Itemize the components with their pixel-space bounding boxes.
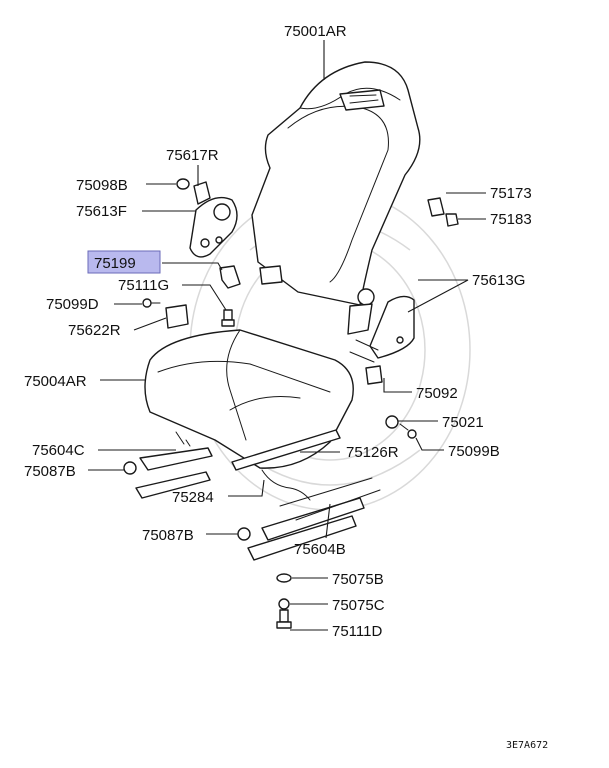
label-75617r: 75617R (166, 147, 219, 164)
nut-75087b-bottom (237, 527, 251, 541)
screw-75111g (221, 309, 235, 327)
label-75111g: 75111G (118, 277, 169, 294)
label-75075b: 75075B (332, 571, 384, 588)
washer-75021 (385, 415, 399, 429)
label-75087b-left: 75087B (24, 463, 76, 480)
label-75183: 75183 (490, 211, 532, 228)
label-75604c: 75604C (32, 442, 85, 459)
clip-75199 (219, 265, 241, 289)
label-75173: 75173 (490, 185, 532, 202)
bolt-75099b (399, 423, 417, 439)
bracket-75622r (165, 304, 189, 329)
seat-rail-left (135, 431, 213, 499)
label-75099b: 75099B (448, 443, 500, 460)
label-75021: 75021 (442, 414, 484, 431)
knob-75092 (365, 365, 383, 385)
seat-back (251, 61, 421, 335)
spring-75284 (261, 469, 311, 501)
label-75004ar: 75004AR (24, 373, 87, 390)
drawing-code: 3E7A672 (506, 740, 548, 751)
bolt-75099d (142, 298, 161, 308)
label-75098b: 75098B (76, 177, 128, 194)
label-75284: 75284 (172, 489, 214, 506)
leader-lines (88, 40, 486, 631)
left-recliner-cover (176, 178, 238, 258)
seat-cushion (144, 329, 354, 469)
hardware-75075b (276, 573, 292, 583)
label-75099d: 75099D (46, 296, 99, 313)
label-75111d: 75111D (332, 623, 382, 640)
label-75075c: 75075C (332, 597, 385, 614)
label-75092: 75092 (416, 385, 458, 402)
label-75622r: 75622R (68, 322, 121, 339)
label-75087b-bottom: 75087B (142, 527, 194, 544)
clip-75173 (427, 197, 445, 217)
seat-rail-right (247, 477, 381, 561)
hardware-75075c (278, 598, 290, 610)
clip-75183 (445, 213, 459, 227)
right-recliner-cover (369, 295, 415, 359)
label-75001ar: 75001AR (284, 23, 347, 40)
label-75613g: 75613G (472, 272, 525, 289)
label-75604b: 75604B (294, 541, 346, 558)
label-75613f: 75613F (76, 203, 127, 220)
label-75126r: 75126R (346, 444, 399, 461)
nut-75087b-left (123, 461, 137, 475)
bar-75126r (231, 429, 341, 471)
highlight-box-75199 (87, 250, 161, 274)
bolt-75111d (276, 609, 292, 629)
label-75199: 75199 (94, 255, 136, 272)
